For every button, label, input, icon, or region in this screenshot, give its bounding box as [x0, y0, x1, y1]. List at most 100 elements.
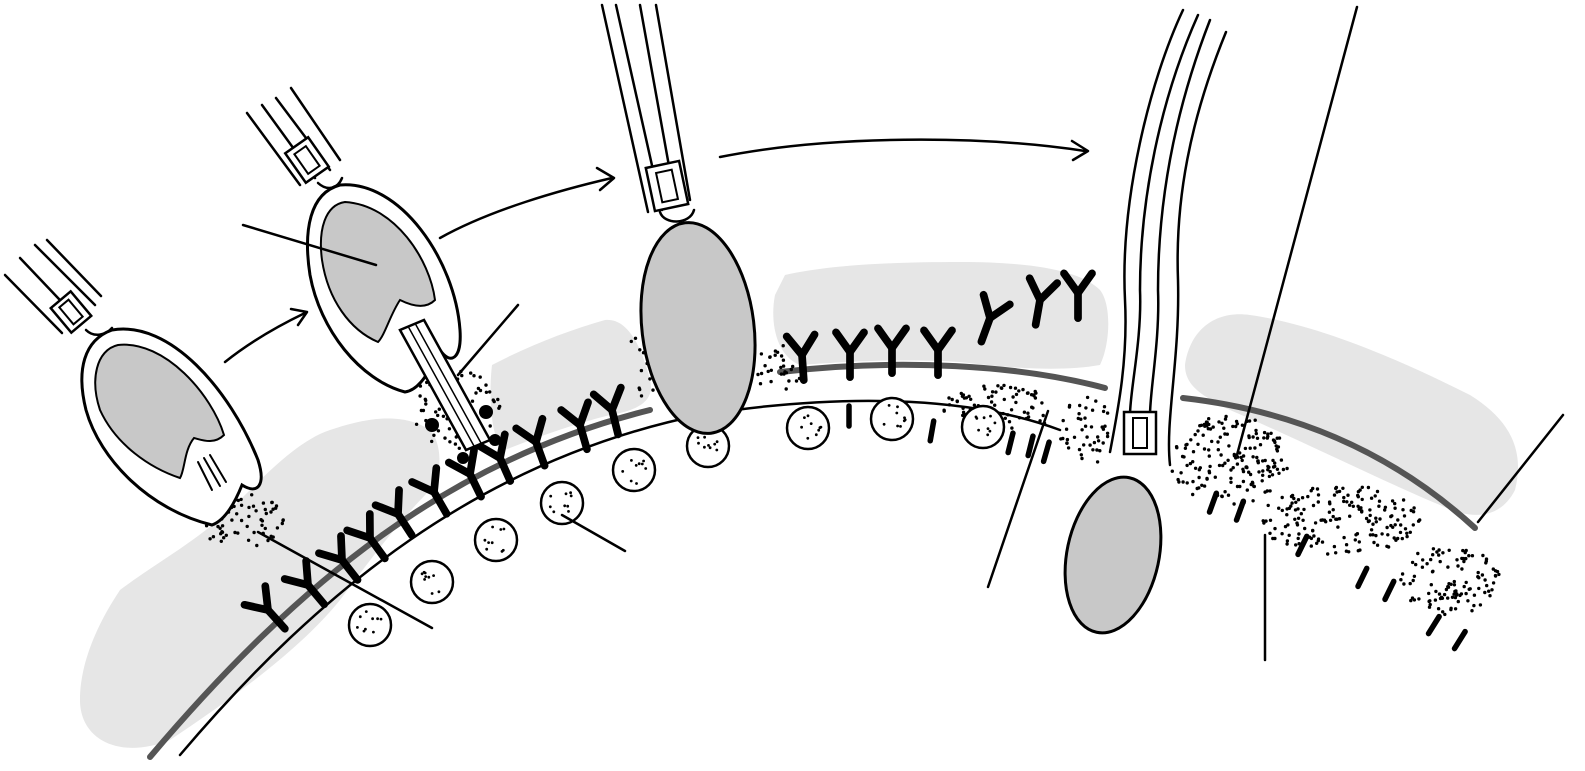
stipple-dot	[1493, 573, 1498, 578]
stipple-dot	[1262, 430, 1267, 435]
stipple-dot	[1485, 583, 1489, 588]
stipple-dot	[1268, 518, 1273, 522]
stipple-dot	[280, 521, 284, 526]
stipple-dot	[1383, 505, 1388, 509]
stipple-dot	[1425, 562, 1429, 566]
zona-segment-2	[490, 319, 651, 450]
stipple-dot	[222, 536, 226, 540]
stipple-dot	[758, 382, 763, 386]
nucleus-icon	[319, 200, 437, 344]
stipple-dot	[1095, 448, 1099, 452]
stipple-dot	[1221, 463, 1225, 468]
y-receptor-icon	[371, 486, 416, 539]
stipple-dot	[1247, 470, 1251, 474]
y-receptor-icon	[408, 464, 451, 518]
stipple-dot	[1461, 548, 1465, 553]
stipple-dot	[1105, 434, 1110, 439]
stipple-dot	[1442, 592, 1447, 597]
stipple-dot	[1226, 493, 1231, 497]
stipple-dot	[1280, 532, 1284, 536]
stipple-dot	[1001, 411, 1005, 416]
stipple-dot	[639, 368, 644, 373]
stipple-dot	[1243, 446, 1248, 451]
stipple-dot	[1342, 535, 1346, 540]
stipple-dot	[1263, 458, 1267, 463]
stipple-dot	[1372, 540, 1376, 545]
stipple-dot	[967, 394, 971, 398]
stipple-dot	[424, 402, 428, 406]
stipple-dot	[1409, 598, 1413, 603]
stipple-dot	[1345, 500, 1349, 504]
stipple-dot	[1438, 559, 1442, 564]
stipple-dot	[1254, 428, 1258, 433]
stipple-dot	[434, 410, 438, 414]
stipple-dot	[247, 514, 251, 519]
arrow-icon	[223, 307, 309, 364]
stipple-dot	[1293, 517, 1297, 521]
stipple-dot	[1217, 463, 1222, 468]
stipple-dot	[1401, 498, 1406, 502]
stipple-dot	[1078, 403, 1082, 408]
stipple-dot	[1196, 442, 1200, 446]
stipple-dot	[421, 408, 426, 413]
stipple-dot	[1268, 531, 1272, 535]
stipple-dot	[1017, 416, 1022, 420]
stipple-dot	[1292, 496, 1296, 501]
stipple-dot	[1456, 564, 1460, 568]
stipple-dot	[1320, 540, 1325, 544]
stipple-dot	[1210, 439, 1214, 444]
stipple-dot	[1102, 405, 1107, 409]
sperm-tail	[1108, 8, 1228, 467]
stipple-dot	[271, 535, 275, 539]
stipple-dot	[1236, 455, 1240, 459]
stipple-dot	[275, 526, 280, 530]
stipple-dot	[1201, 433, 1205, 437]
stipple-dot	[1427, 591, 1431, 596]
stipple-dot	[1193, 466, 1198, 470]
stipple-dot	[1396, 536, 1400, 541]
stipple-dot	[1401, 508, 1405, 512]
stipple-dot	[1342, 499, 1346, 504]
cortical-granule-icon	[473, 517, 519, 563]
stipple-dot	[488, 390, 492, 394]
stipple-dot	[1464, 580, 1468, 585]
stipple-dot	[1088, 443, 1092, 447]
stipple-dot	[1405, 534, 1409, 539]
stipple-dot	[1082, 443, 1086, 447]
stipple-dot	[1231, 424, 1235, 429]
stipple-dot	[1472, 603, 1476, 608]
stipple-dot	[1085, 435, 1089, 439]
stipple-dot	[1481, 553, 1485, 558]
stipple-dot	[1405, 531, 1409, 535]
stipple-dot	[1393, 506, 1397, 510]
stipple-dot	[1436, 607, 1441, 611]
stipple-dot	[1414, 562, 1418, 567]
y-receptor-icon	[444, 446, 485, 501]
stipple-dot	[1077, 447, 1082, 452]
zp-receptors	[240, 269, 1468, 652]
stipple-dot	[1402, 514, 1407, 518]
stipple-dot	[1460, 567, 1464, 571]
stipple-dot	[1260, 479, 1264, 483]
sperm-approaching	[3, 238, 263, 527]
y-receptor-icon	[475, 430, 515, 485]
progression-arrows	[223, 138, 1090, 364]
stipple-dot	[982, 384, 986, 388]
stipple-dot	[1207, 417, 1211, 421]
stipple-dot	[990, 394, 994, 398]
stipple-dot	[1427, 599, 1431, 604]
stipple-dot	[1441, 551, 1445, 555]
stipple-dot	[448, 440, 452, 444]
stipple-dot	[789, 367, 793, 372]
stipple-dot	[1462, 584, 1466, 589]
stipple-dot	[1374, 520, 1379, 524]
cleaved-receptor-icon	[1040, 439, 1052, 465]
stipple-dot	[1332, 544, 1337, 549]
stipple-dot	[999, 386, 1003, 390]
stipple-dot	[1410, 560, 1415, 565]
stipple-dot	[478, 388, 483, 393]
stipple-dot	[1460, 556, 1464, 561]
leader-line	[560, 513, 627, 553]
stipple-dot	[1105, 431, 1110, 435]
stipple-dot	[1374, 516, 1378, 520]
